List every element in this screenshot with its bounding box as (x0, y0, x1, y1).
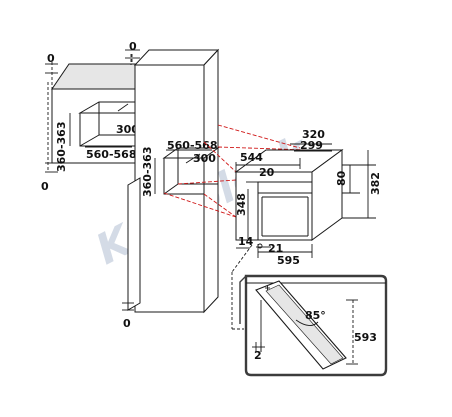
label-door-angle: 85° (305, 309, 326, 322)
detail-marker-icon (257, 243, 263, 249)
label-depth-right: 300 (193, 152, 216, 165)
tall-cabinet (133, 48, 220, 314)
label-total-height: 382 (369, 172, 382, 195)
label-bottom-gap-right: 0 (123, 317, 131, 330)
label-height-right: 360-363 (141, 147, 154, 198)
wall-cabinet-guides (47, 54, 133, 170)
label-bottom-left: 14 (238, 235, 254, 248)
label-oven-width: 544 (240, 151, 263, 164)
label-panel-height: 80 (335, 170, 348, 186)
detail-connector (231, 244, 253, 330)
tall-cabinet-dims (122, 49, 212, 311)
label-front-gap: 21 (268, 242, 283, 255)
label-depth-left: 300 (116, 123, 139, 136)
label-bottom-gap-left: 0 (41, 180, 49, 193)
lower-cabinet (127, 177, 141, 311)
wall-cabinet-dims (45, 63, 132, 173)
label-front-width: 595 (277, 254, 300, 267)
label-top-gap-left: 0 (47, 52, 55, 65)
oven-unit (234, 149, 344, 241)
oven-dims (235, 143, 376, 258)
label-width-right: 560-568 (167, 139, 218, 152)
door-detail (239, 274, 388, 377)
label-height-left: 360-363 (55, 122, 68, 173)
label-oven-depth-outer: 320 (302, 128, 325, 141)
label-door-gap: 2 (254, 349, 262, 362)
label-top-gap-right: 0 (129, 40, 137, 53)
label-door-height: 593 (354, 331, 377, 344)
label-oven-height: 348 (235, 193, 248, 216)
label-front-top: 20 (259, 166, 275, 179)
label-width-left: 560-568 (86, 148, 137, 161)
label-oven-depth-inner: 299 (300, 139, 323, 152)
